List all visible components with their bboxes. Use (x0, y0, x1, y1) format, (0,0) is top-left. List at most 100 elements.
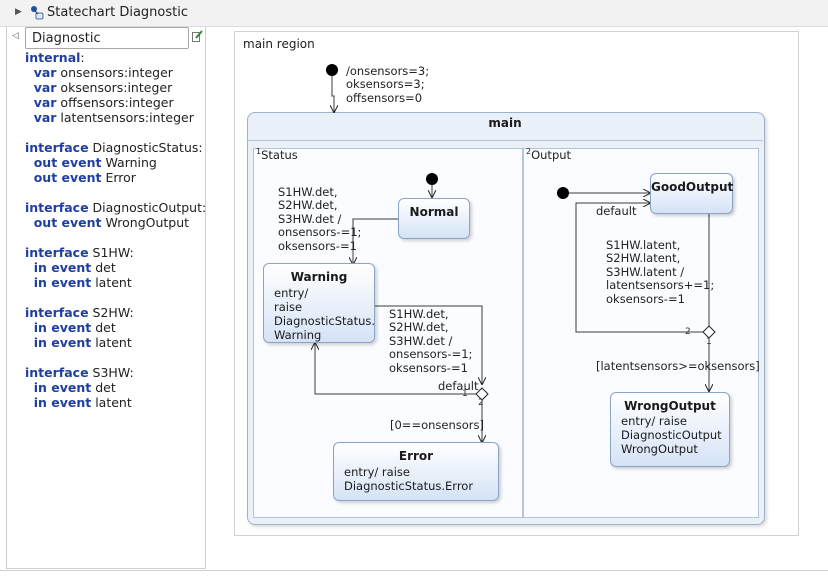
text-token: Warning (101, 155, 157, 170)
statechart-icon (31, 6, 44, 20)
status-priority-1: 1 (462, 389, 468, 399)
keyword-token: in event (25, 320, 92, 335)
definition-line: interface S3HW: (25, 365, 206, 380)
edit-pencil-icon[interactable] (192, 30, 203, 42)
keyword-token: var (25, 95, 57, 110)
keyword-token: out event (25, 215, 102, 230)
keyword-token: internal (25, 50, 81, 65)
normal-to-warning-label[interactable]: S1HW.det, S2HW.det, S3HW.det / onsensors… (278, 185, 362, 253)
state-warning-name: Warning (290, 270, 348, 284)
keyword-token: in event (25, 275, 92, 290)
definition-line: in event det (25, 260, 206, 275)
state-good-output[interactable]: GoodOutput (650, 173, 733, 214)
main-state-name: main (488, 116, 522, 130)
main-state-separator (247, 140, 763, 141)
status-region-label: 1Status (256, 147, 298, 162)
definition-line: interface S1HW: (25, 245, 206, 260)
keyword-token: in event (25, 260, 92, 275)
definition-line: out event WrongOutput (25, 215, 206, 230)
status-priority-2: 2 (478, 398, 484, 408)
text-token: S3HW: (88, 365, 134, 380)
text-token: S1HW: (88, 245, 134, 260)
keyword-token: out event (25, 170, 102, 185)
output-priority-1: 1 (706, 337, 712, 347)
definition-line: var onsensors:integer (25, 65, 206, 80)
text-token: Error (101, 170, 136, 185)
state-error[interactable]: Error entry/ raise DiagnosticStatus.Erro… (333, 442, 499, 501)
definition-line: in event latent (25, 335, 206, 350)
keyword-token: in event (25, 395, 92, 410)
definition-text[interactable]: internal: var onsensors:integer var okse… (25, 50, 206, 410)
keyword-token: interface (25, 245, 89, 260)
definition-line: internal: (25, 50, 206, 65)
state-good-output-name: GoodOutput (651, 180, 734, 194)
state-normal[interactable]: Normal (398, 198, 470, 239)
text-token: : (80, 50, 85, 65)
text-token: onsensors:integer (56, 65, 173, 80)
collapse-panel-icon[interactable]: ◁ (12, 31, 19, 41)
definition-line: out event Warning (25, 155, 206, 170)
text-token: latent (91, 275, 132, 290)
output-initial-node (557, 187, 569, 199)
keyword-token: out event (25, 155, 102, 170)
expand-arrow-icon[interactable]: ▶ (15, 7, 22, 17)
definition-line: var offsensors:integer (25, 95, 206, 110)
text-token: latent (91, 395, 132, 410)
output-priority-2: 2 (685, 327, 691, 337)
state-wrong-output-body: entry/ raise DiagnosticOutput WrongOutpu… (621, 414, 722, 456)
text-token: det (91, 260, 116, 275)
text-token: det (91, 320, 116, 335)
definition-line: out event Error (25, 170, 206, 185)
text-token: det (91, 380, 116, 395)
output-default-label[interactable]: default (596, 204, 637, 218)
keyword-token: interface (25, 305, 89, 320)
state-warning-body: entry/ raise DiagnosticStatus. Warning (274, 286, 376, 342)
keyword-token: var (25, 65, 57, 80)
keyword-token: interface (25, 200, 89, 215)
text-token: DiagnosticOutput: (88, 200, 207, 215)
definition-line: var latentsensors:integer (25, 110, 206, 125)
to-wrong-output-label[interactable]: [latentsensors>=oksensors] (596, 359, 760, 373)
keyword-token: interface (25, 365, 89, 380)
text-token: S2HW: (88, 305, 134, 320)
text-token: WrongOutput (101, 215, 190, 230)
definition-line: interface DiagnosticOutput: (25, 200, 206, 215)
definition-line: in event latent (25, 275, 206, 290)
main-region-label: main region (243, 37, 315, 51)
status-initial-node (426, 173, 438, 185)
definition-line: in event det (25, 320, 206, 335)
state-normal-name: Normal (409, 205, 459, 219)
text-token: latentsensors:integer (56, 110, 194, 125)
text-token: offsensors:integer (56, 95, 174, 110)
text-token: oksensors:integer (56, 80, 173, 95)
state-error-name: Error (398, 449, 434, 463)
main-initial-node (326, 64, 338, 76)
status-default-label[interactable]: default (438, 379, 479, 393)
state-warning[interactable]: Warning entry/ raise DiagnosticStatus. W… (263, 263, 375, 343)
definition-line: in event det (25, 380, 206, 395)
keyword-token: var (25, 110, 57, 125)
editor-title: Statechart Diagnostic (47, 5, 189, 20)
keyword-token: interface (25, 140, 89, 155)
keyword-token: var (25, 80, 57, 95)
keyword-token: in event (25, 335, 92, 350)
text-token: latent (91, 335, 132, 350)
definition-line: interface S2HW: (25, 305, 206, 320)
state-wrong-output[interactable]: WrongOutput entry/ raise DiagnosticOutpu… (610, 392, 730, 467)
state-wrong-output-name: WrongOutput (624, 399, 716, 413)
state-error-body: entry/ raise DiagnosticStatus.Error (344, 465, 474, 493)
initial-effect-label[interactable]: /onsensors=3; oksensors=3; offsensors=0 (346, 64, 430, 105)
definition-line: var oksensors:integer (25, 80, 206, 95)
definition-line: in event latent (25, 395, 206, 410)
definition-line: interface DiagnosticStatus: (25, 140, 206, 155)
text-token: DiagnosticStatus: (88, 140, 203, 155)
good-to-choice-label[interactable]: S1HW.latent, S2HW.latent, S3HW.latent / … (606, 238, 715, 306)
keyword-token: in event (25, 380, 92, 395)
definition-panel: ◁ Diagnostic internal: var onsensors:int… (6, 27, 206, 569)
warning-to-choice-label[interactable]: S1HW.det, S2HW.det, S3HW.det / onsensors… (389, 307, 473, 375)
title-bar: ▶ Statechart Diagnostic (0, 0, 828, 27)
status-to-error-label[interactable]: [0==onsensors] (390, 418, 484, 432)
statechart-name-field[interactable]: Diagnostic (25, 27, 189, 49)
output-region-label: 2Output (526, 147, 572, 162)
